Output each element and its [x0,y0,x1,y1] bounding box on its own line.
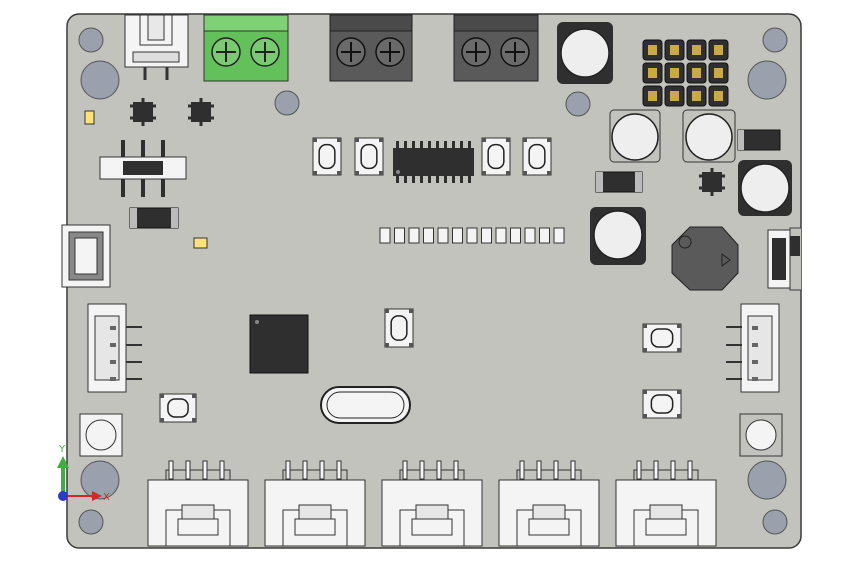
pin-header-2x6 [642,39,729,107]
microcontroller-qfn [249,314,309,374]
bottom-connector [498,460,600,547]
capacitor-mid-2 [682,109,736,163]
screw-terminal-dark-1 [329,14,413,82]
header-pin [708,85,729,107]
push-button-icon [481,137,511,176]
diode-1 [129,207,179,229]
bottom-connector [147,460,249,547]
capacitor-center [590,207,646,265]
push-button-icon [312,137,342,176]
mounting-hole-icon [80,460,120,500]
mounting-hole-icon [762,27,788,53]
y-axis-label: Y [58,444,66,455]
header-pin [664,39,685,61]
screw-terminal-dark-2 [453,14,539,82]
push-button-icon [642,389,682,419]
mounting-hole-icon [78,27,104,53]
smd-resistor [495,227,507,244]
smd-resistor-row [379,227,565,244]
slide-switch-right [767,229,800,289]
header-pin [642,62,663,84]
header-pin [686,62,707,84]
bottom-connector [615,460,717,547]
smd-resistor [452,227,463,244]
smd-resistor [553,227,565,244]
ic-soic [393,141,474,183]
smd-resistor [423,227,434,244]
smd-resistor [510,227,521,244]
transistor-1 [130,98,156,126]
push-button-icon [642,323,682,353]
capacitor-top [557,22,613,84]
header-pin [642,85,663,107]
power-connector-white [124,14,189,80]
transistor-3 [699,168,725,196]
push-button-icon [79,413,123,457]
capacitor-right [738,160,792,216]
coordinate-triad: Y X [57,444,110,503]
side-connector-right [726,303,780,393]
smd-resistor [408,227,420,244]
bottom-connectors [147,460,717,547]
push-button-icon [354,137,384,176]
buzzer-icon [671,226,739,291]
smd-resistor [524,227,536,244]
mounting-hole-icon [78,509,104,535]
bottom-connector [264,460,366,547]
mounting-hole-icon [274,90,300,116]
smd-resistor [394,227,405,244]
side-connector-left [87,303,142,393]
crystal-oscillator [320,386,411,424]
smd-resistor [379,227,391,244]
mounting-hole-icon [747,460,787,500]
header-pin [686,39,707,61]
transistor-2 [188,98,214,126]
led-yellow-1 [84,110,95,125]
mounting-hole-icon [762,509,788,535]
header-pin [664,62,685,84]
smd-resistor [466,227,478,244]
mounting-hole-icon [565,91,591,117]
header-pin [708,39,729,61]
capacitor-mid-1 [609,109,661,163]
mounting-holes [78,27,788,535]
header-pin [664,85,685,107]
mounting-hole-icon [747,60,787,100]
header-pin [642,39,663,61]
header-pin [708,62,729,84]
tactile-buttons-top [312,137,552,176]
diode-2 [595,171,643,193]
smd-resistor [437,227,449,244]
screw-terminal-green [203,14,289,82]
mounting-hole-icon [80,60,120,100]
smd-resistor [481,227,492,244]
diode-3 [737,129,781,151]
micro-usb-port [61,224,111,288]
led-yellow-2 [193,237,208,249]
slide-switch-left [99,140,187,197]
push-button-icon [159,393,197,423]
header-pin [686,85,707,107]
bottom-connector [381,460,483,547]
push-button-icon [384,308,414,348]
push-button-icon [739,413,783,457]
smd-resistor [539,227,550,244]
tactile-buttons-middle [159,308,682,423]
x-axis-label: X [103,492,110,503]
push-button-icon [522,137,552,176]
